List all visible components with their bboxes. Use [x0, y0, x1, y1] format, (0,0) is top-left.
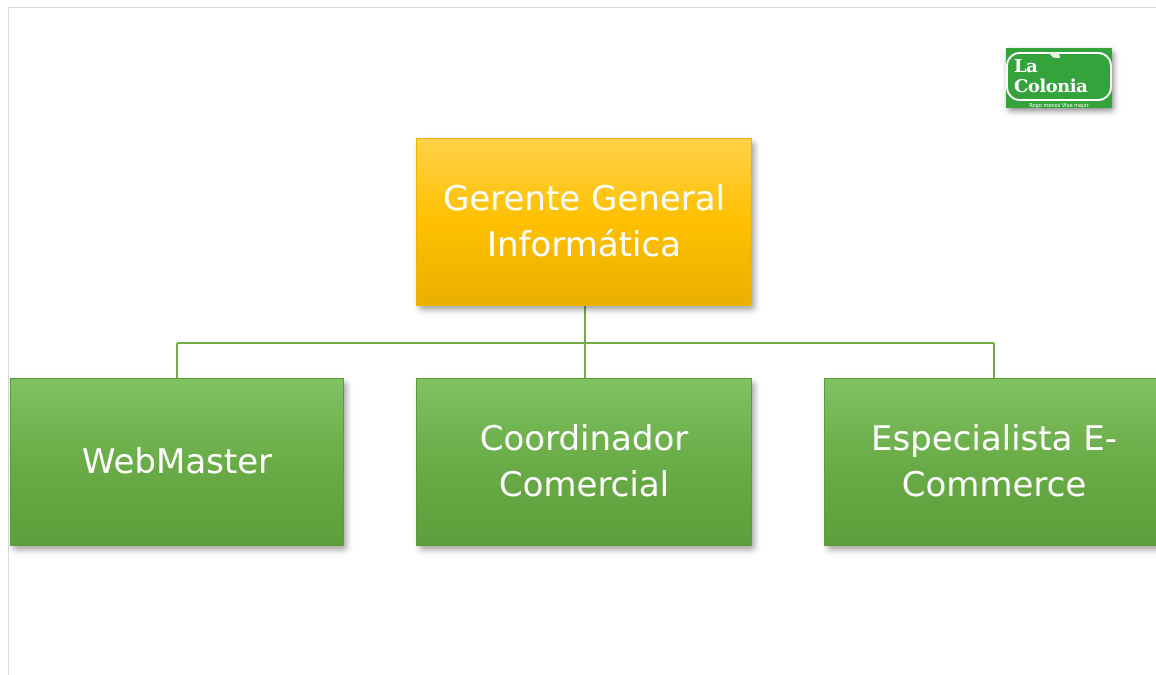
logo-name: La Colonia — [1006, 52, 1112, 101]
la-colonia-logo: La Colonia Rogo menos Vive mejor — [1006, 48, 1112, 109]
frame-left-border — [8, 7, 9, 675]
node-label: Gerente General Informática — [442, 179, 725, 265]
node-coordinador-comercial: Coordinador Comercial — [416, 378, 752, 546]
node-label: Especialista E-Commerce — [870, 419, 1117, 505]
leaf-icon — [1050, 52, 1060, 58]
frame-top-border — [8, 7, 1156, 8]
node-gerente-general-informatica: Gerente General Informática — [416, 138, 752, 306]
node-especialista-e-commerce: Especialista E-Commerce — [824, 378, 1156, 546]
node-label: WebMaster — [81, 442, 273, 482]
node-label: Coordinador Comercial — [479, 419, 689, 505]
logo-tagline: Rogo menos Vive mejor — [1029, 103, 1089, 109]
node-webmaster: WebMaster — [10, 378, 344, 546]
